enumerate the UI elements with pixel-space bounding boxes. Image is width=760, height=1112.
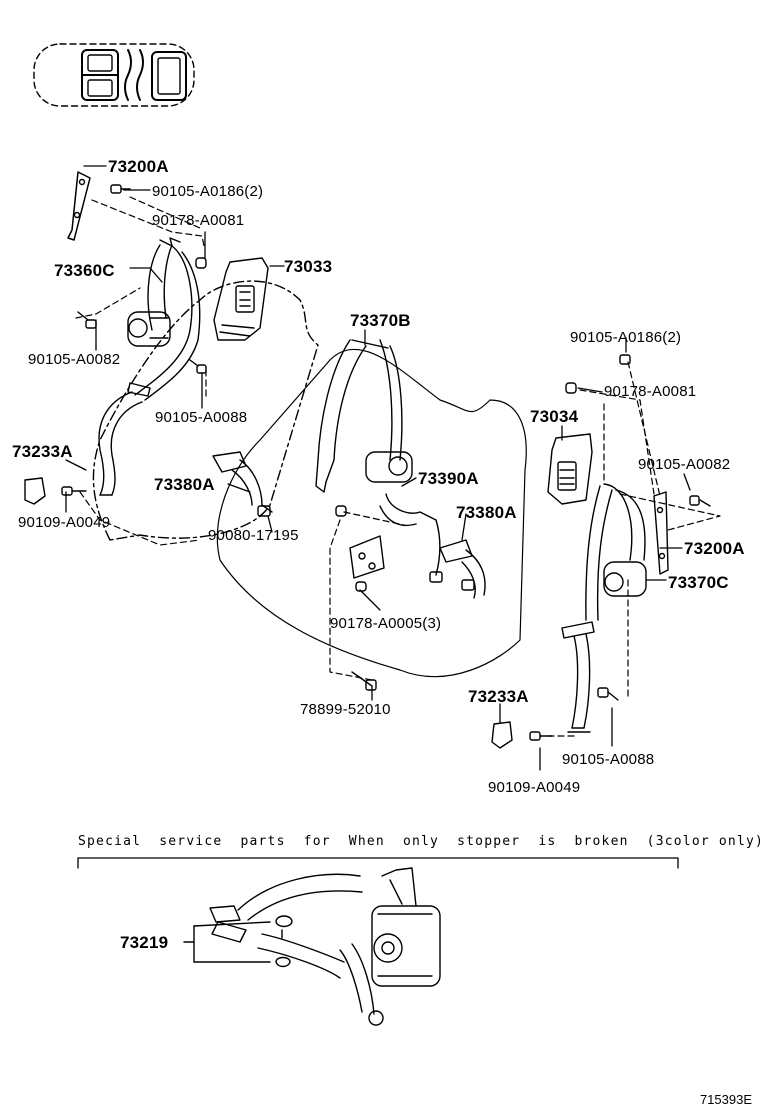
part-label-73370C: 73370C: [668, 573, 729, 592]
part-label-73233A-left: 73233A: [12, 442, 73, 461]
part-label-90109-A0049-right: 90109-A0049: [488, 779, 581, 796]
part-label-90105-A0082-left: 90105-A0082: [28, 351, 121, 368]
part-label-90105-A0088-right: 90105-A0088: [562, 751, 655, 768]
left-seatbelt: [24, 171, 207, 505]
center-seat-outline: [216, 348, 527, 678]
part-label-90178-A0081-right: 90178-A0081: [604, 383, 697, 400]
trim-panel-73033: [213, 257, 269, 341]
inset-retractor: [183, 867, 441, 1026]
part-label-73200A-top: 73200A: [108, 157, 169, 176]
part-label-90105-A0088-left: 90105-A0088: [155, 409, 248, 426]
special-service-note: Special service parts for When only stop…: [78, 834, 760, 849]
part-label-78899-52010: 78899-52010: [300, 701, 391, 718]
part-label-90178-A0005: 90178-A0005(3): [330, 615, 442, 632]
vehicle-locator-icon: [33, 43, 195, 107]
part-label-73233A-right: 73233A: [468, 687, 529, 706]
leader-lines: [65, 165, 691, 771]
part-label-90105-A0186-top: 90105-A0186(2): [152, 183, 264, 200]
part-label-73033: 73033: [284, 257, 333, 276]
part-label-73380A-right: 73380A: [456, 503, 517, 522]
part-label-90105-A0082-right: 90105-A0082: [638, 456, 731, 473]
part-label-73219: 73219: [120, 933, 169, 952]
figure-id: 715393E: [699, 1092, 752, 1107]
reference-lines: [75, 196, 721, 737]
part-label-73390A: 73390A: [418, 469, 479, 488]
inset-frame: [77, 857, 679, 869]
part-label-90105-A0186-right: 90105-A0186(2): [570, 329, 682, 346]
right-seatbelt: [491, 354, 711, 749]
part-label-73360C: 73360C: [54, 261, 115, 280]
part-label-73034: 73034: [530, 407, 579, 426]
part-label-90178-A0081-top: 90178-A0081: [152, 212, 245, 229]
part-label-73380A-left: 73380A: [154, 475, 215, 494]
buckle-73380A-left: [212, 451, 273, 517]
part-label-90109-A0049-left: 90109-A0049: [18, 514, 111, 531]
part-label-73200A-right: 73200A: [684, 539, 745, 558]
part-label-90080-17195: 90080-17195: [208, 527, 299, 544]
center-seatbelt: [315, 339, 486, 691]
part-label-73370B: 73370B: [350, 311, 411, 330]
